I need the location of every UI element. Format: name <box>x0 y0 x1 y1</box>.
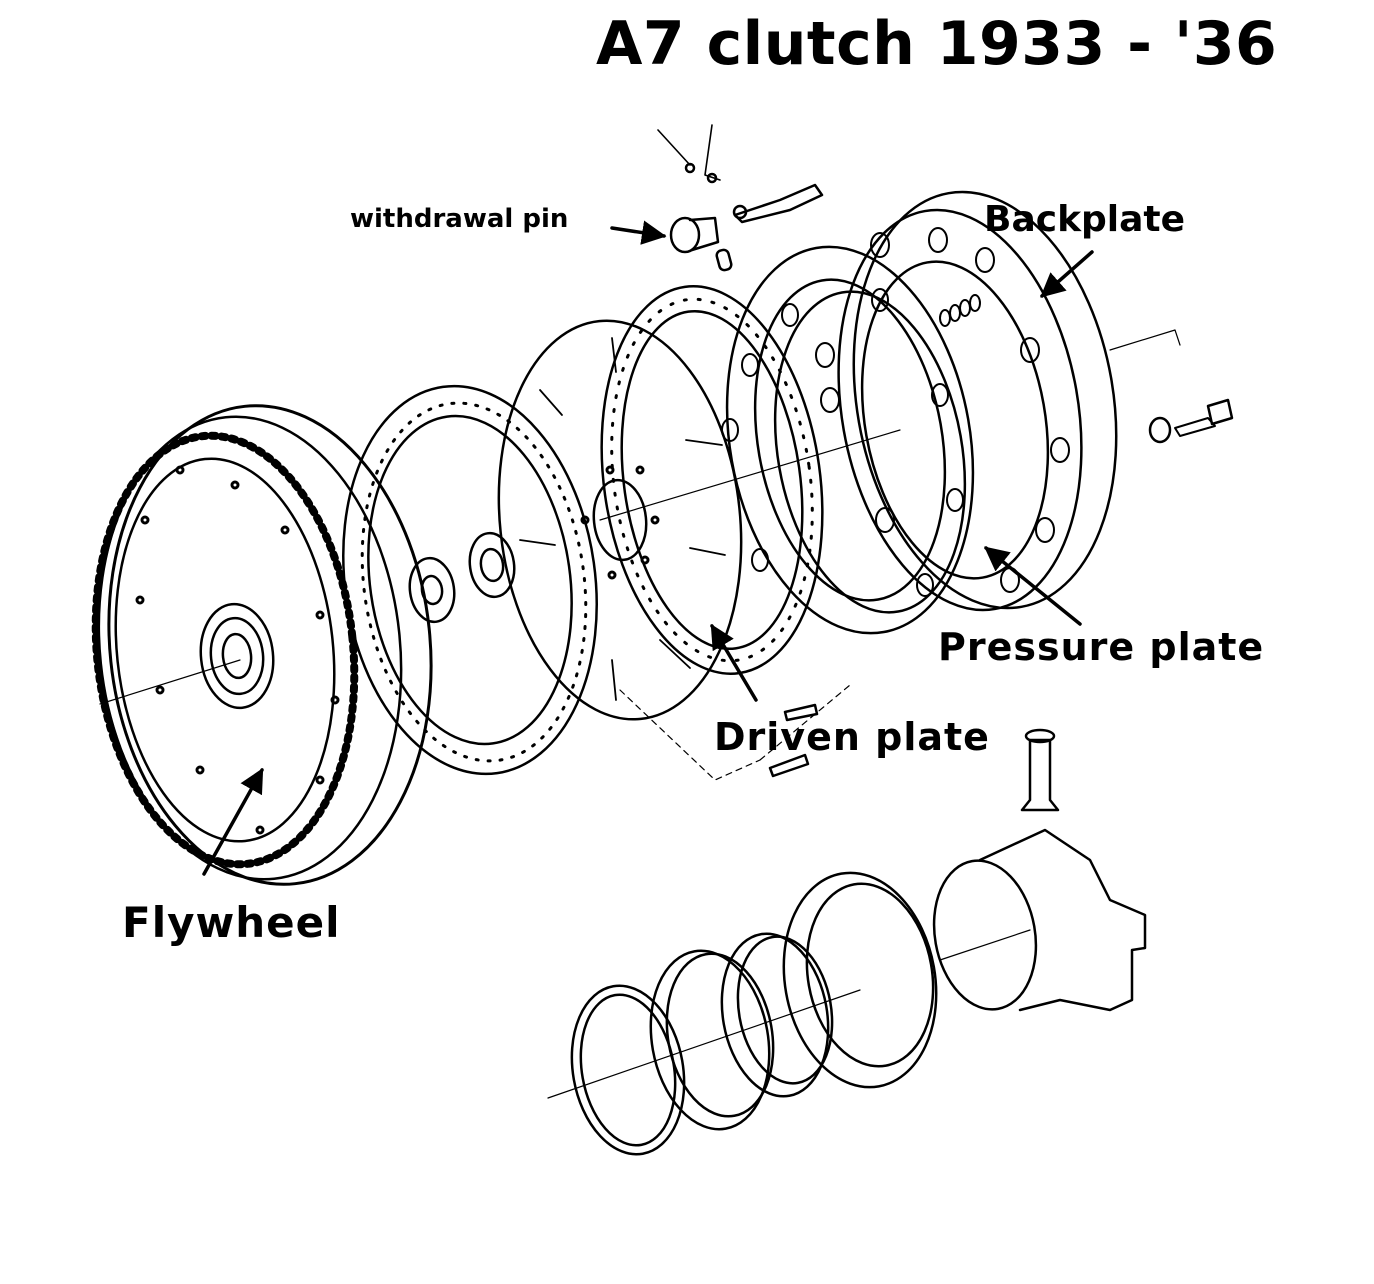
flywheel <box>91 404 433 886</box>
label-driven-plate: Driven plate <box>714 715 990 759</box>
leader-arrows <box>202 220 1094 876</box>
friction-ring <box>342 384 598 776</box>
label-backplate: Backplate <box>984 199 1186 240</box>
diagram-title: A7 clutch 1933 - '36 <box>596 9 1278 79</box>
bolt-and-washer <box>1148 398 1234 444</box>
label-flywheel: Flywheel <box>122 898 341 947</box>
label-withdrawal-pin: withdrawal pin <box>350 204 569 234</box>
pressure-plate <box>721 245 975 635</box>
driven-plate <box>497 319 743 721</box>
withdrawal-pin-parts <box>657 124 824 272</box>
label-pressure-plate: Pressure plate <box>938 625 1265 669</box>
backplate <box>815 190 1118 612</box>
centre-axis-lines <box>99 329 1181 1099</box>
release-bearing-assembly <box>570 728 1147 1156</box>
rivets <box>619 684 851 781</box>
